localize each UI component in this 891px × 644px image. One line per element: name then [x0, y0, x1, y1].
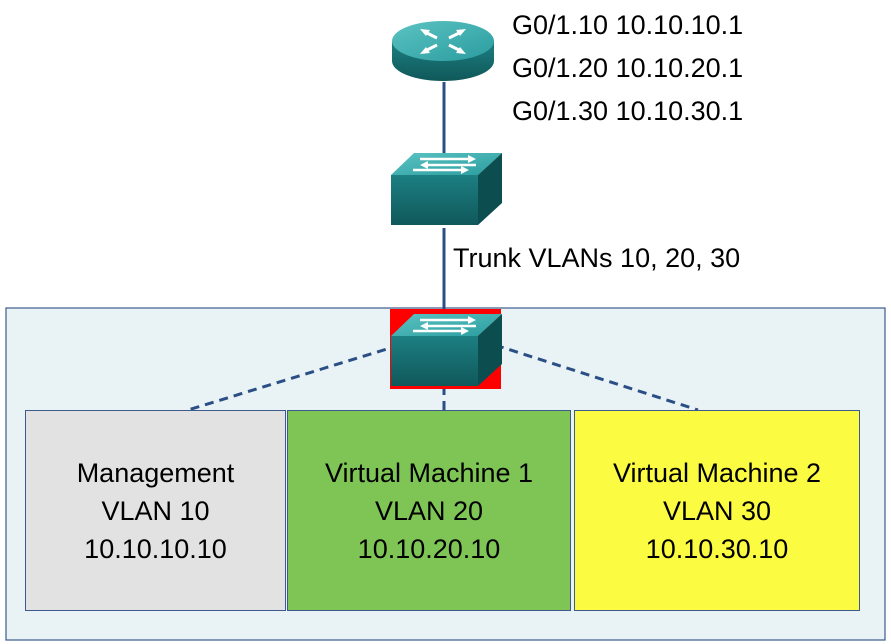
- trunk-label: Trunk VLANs 10, 20, 30: [453, 243, 741, 273]
- vm1-ip: 10.10.20.10: [357, 533, 501, 564]
- router-icon: [392, 21, 494, 81]
- vm2-vlan: VLAN 30: [662, 495, 772, 526]
- vlan10-link: [187, 343, 401, 412]
- management-vlan: VLAN 10: [101, 495, 210, 526]
- interface-label-g0-1-20: G0/1.20 10.10.20.1: [512, 53, 744, 83]
- vm1-vlan: VLAN 20: [374, 495, 484, 526]
- vm2-box: Virtual Machine 2 VLAN 30 10.10.30.10: [574, 410, 860, 611]
- vm2-ip: 10.10.30.10: [645, 533, 789, 564]
- management-box: Management VLAN 10 10.10.10.10: [25, 410, 286, 611]
- interface-label-g0-1-10: G0/1.10 10.10.10.1: [512, 10, 744, 40]
- vm1-box: Virtual Machine 1 VLAN 20 10.10.20.10: [287, 410, 571, 611]
- virtual-switch-icon: [391, 314, 502, 386]
- vm1-name: Virtual Machine 1: [324, 457, 534, 488]
- switch-icon: [391, 153, 502, 225]
- management-name: Management: [76, 457, 235, 488]
- interface-label-g0-1-30: G0/1.30 10.10.30.1: [512, 96, 744, 126]
- vlan30-link: [494, 343, 699, 412]
- management-ip: 10.10.10.10: [84, 533, 227, 564]
- router-interface-labels: G0/1.10 10.10.10.1 G0/1.20 10.10.20.1 G0…: [512, 4, 743, 133]
- vm2-name: Virtual Machine 2: [612, 457, 822, 488]
